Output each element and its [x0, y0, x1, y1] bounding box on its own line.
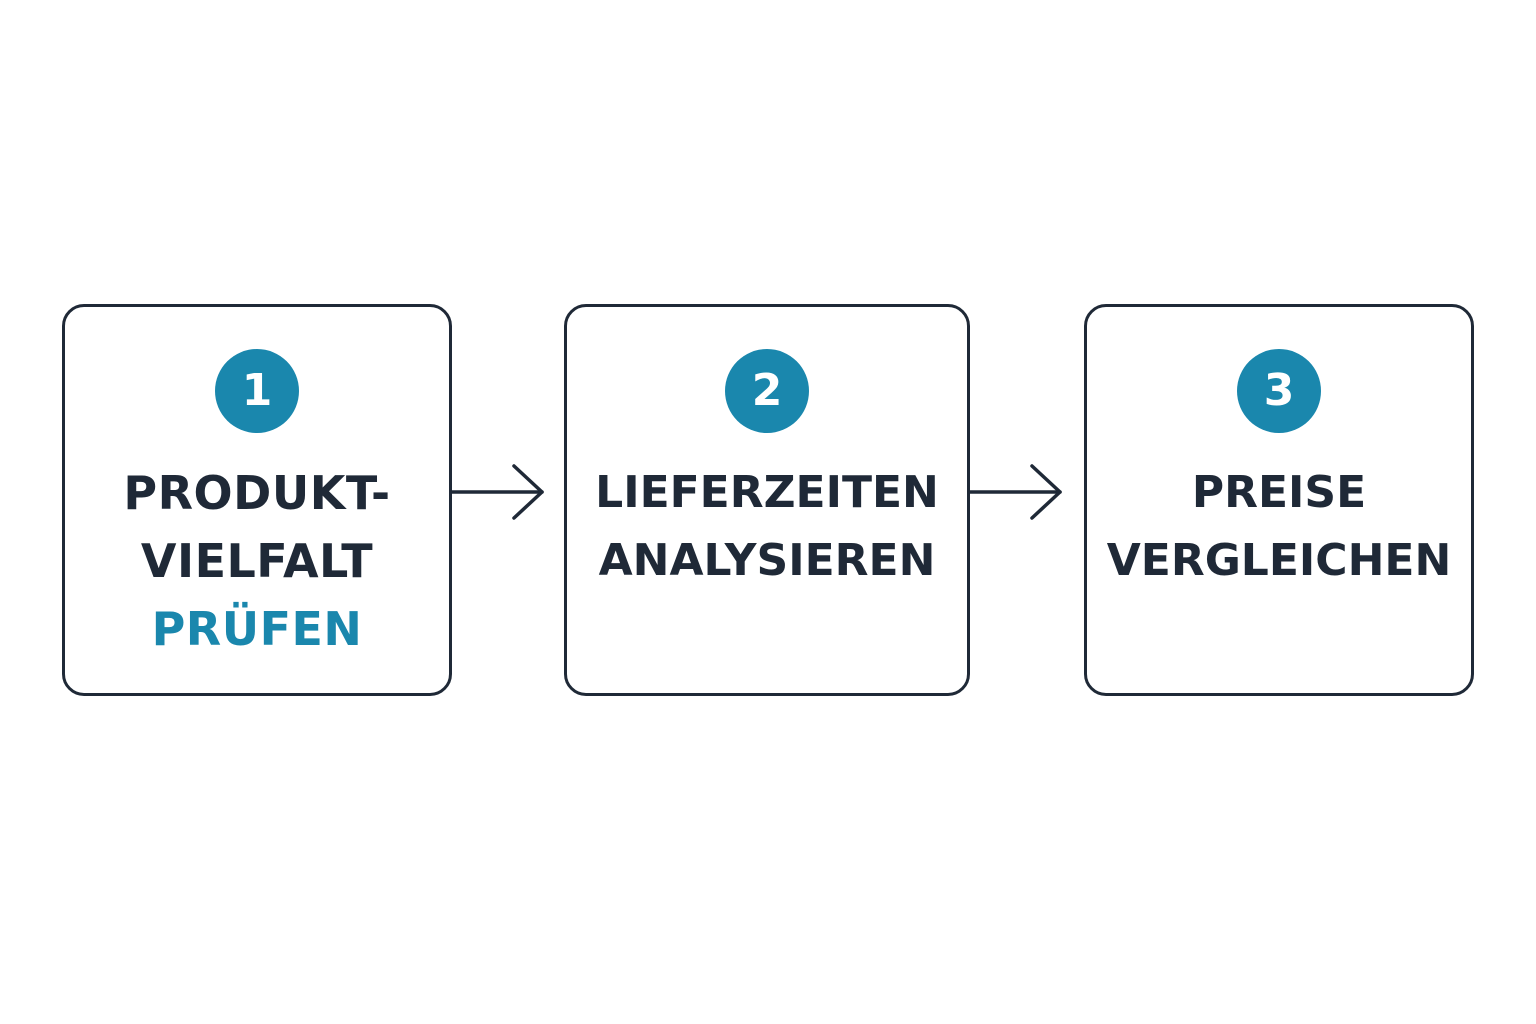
arrow-right-icon	[968, 464, 1062, 520]
step-box-3: 3 PREISE VERGLEICHEN	[1084, 304, 1474, 696]
step-number-badge-2: 2	[725, 349, 809, 433]
step-label-1-line-1: PRODUKT-	[123, 466, 391, 520]
step-label-2-line-2: ANALYSIEREN	[598, 535, 936, 586]
step-number-badge-3: 3	[1237, 349, 1321, 433]
step-label-3-line-2: VERGLEICHEN	[1106, 535, 1452, 586]
step-number-badge-1: 1	[215, 349, 299, 433]
step-label-1: PRODUKT- VIELFALT PRÜFEN	[65, 459, 449, 663]
arrow-right-icon	[450, 464, 544, 520]
step-label-1-line-2: VIELFALT	[140, 534, 374, 588]
step-label-3-line-1: PREISE	[1191, 467, 1367, 518]
step-box-2: 2 LIEFERZEITEN ANALYSIEREN	[564, 304, 970, 696]
step-label-3: PREISE VERGLEICHEN	[1087, 459, 1471, 595]
step-box-1: 1 PRODUKT- VIELFALT PRÜFEN	[62, 304, 452, 696]
step-label-1-highlight: PRÜFEN	[151, 602, 363, 656]
step-label-2-line-1: LIEFERZEITEN	[595, 467, 939, 518]
step-label-2: LIEFERZEITEN ANALYSIEREN	[567, 459, 967, 595]
